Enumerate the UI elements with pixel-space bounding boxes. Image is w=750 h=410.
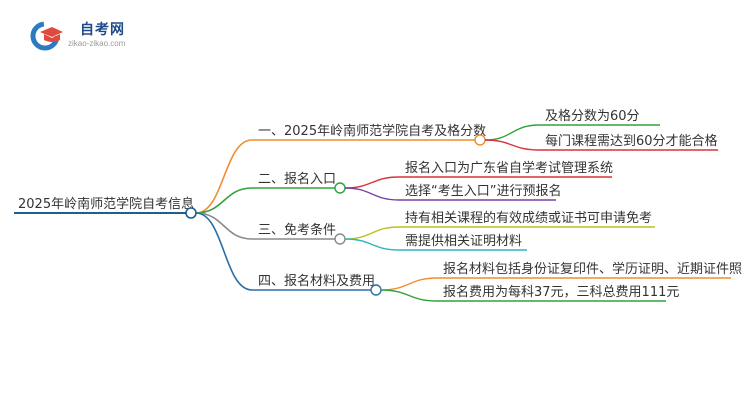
- branch-node: [474, 134, 486, 146]
- branch-connector: [195, 139, 253, 214]
- branch-connector: [195, 212, 253, 291]
- leaf-connector: [484, 139, 540, 151]
- branch-connector: [195, 187, 253, 214]
- leaf-label: 及格分数为60分: [545, 108, 640, 124]
- leaf-connector: [344, 187, 400, 201]
- root-node: [185, 207, 197, 219]
- leaf-label: 报名费用为每科37元，三科总费用111元: [443, 284, 679, 300]
- leaf-connector: [344, 176, 400, 189]
- branch-node: [370, 284, 382, 296]
- leaf-label: 需提供相关证明材料: [405, 233, 522, 249]
- leaf-connector: [380, 277, 438, 291]
- leaf-label: 报名材料包括身份证复印件、学历证明、近期证件照: [443, 261, 742, 277]
- root-label: 2025年岭南师范学院自考信息: [18, 196, 194, 212]
- branch-connector: [195, 212, 253, 240]
- branch-label: 三、免考条件: [258, 222, 336, 238]
- leaf-label: 每门课程需达到60分才能合格: [545, 133, 718, 149]
- leaf-label: 报名入口为广东省自学考试管理系统: [405, 160, 613, 176]
- brand-url: zikao-zikao.com: [68, 39, 126, 48]
- leaf-connector: [484, 124, 540, 141]
- branch-node: [334, 182, 346, 194]
- leaf-label: 选择“考生入口”进行预报名: [405, 183, 561, 199]
- brand-name: 自考网: [80, 22, 125, 38]
- branch-node: [334, 233, 346, 245]
- branch-label: 一、2025年岭南师范学院自考及格分数: [258, 123, 486, 139]
- branch-label: 四、报名材料及费用: [258, 273, 375, 289]
- branch-label: 二、报名入口: [258, 171, 336, 187]
- leaf-label: 持有相关课程的有效成绩或证书可申请免考: [405, 210, 652, 226]
- leaf-connector: [344, 226, 400, 240]
- leaf-connector: [344, 238, 400, 251]
- graduation-cap-icon: [30, 21, 63, 51]
- leaf-connector: [380, 289, 438, 302]
- site-logo[interactable]: 自考网 zikao-zikao.com: [30, 18, 170, 54]
